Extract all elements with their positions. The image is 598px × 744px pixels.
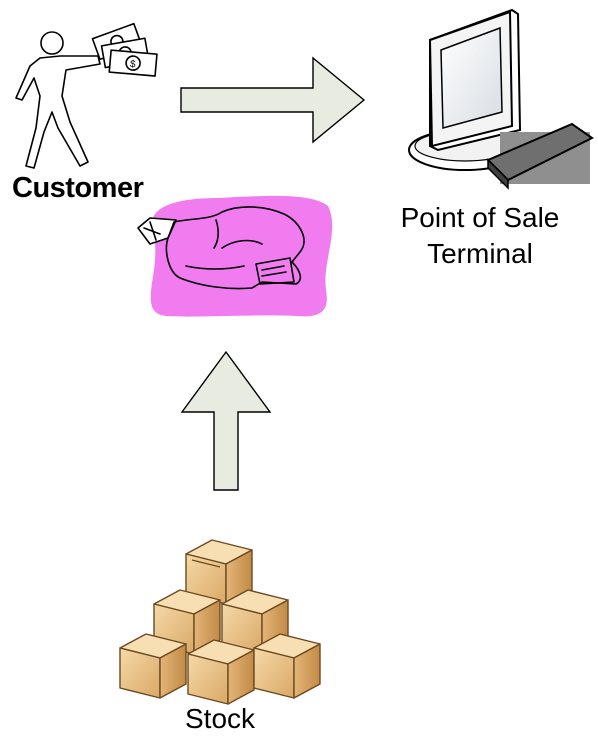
product-bag-icon <box>137 195 333 317</box>
arrow-stock-to-goods <box>180 350 272 491</box>
point-of-sale-terminal-label: Point of Sale Terminal <box>380 200 580 272</box>
computer-terminal-icon <box>408 8 594 190</box>
customer-figure-icon: $ <box>15 22 158 169</box>
stock-label: Stock <box>184 703 256 734</box>
stacked-boxes-icon <box>119 539 321 705</box>
pos-label-line1: Point of Sale <box>400 202 560 233</box>
customer-label: Customer <box>12 172 144 204</box>
arrow-customer-to-terminal <box>180 56 366 144</box>
svg-text:$: $ <box>129 59 136 70</box>
pos-label-line2: Terminal <box>427 238 533 269</box>
